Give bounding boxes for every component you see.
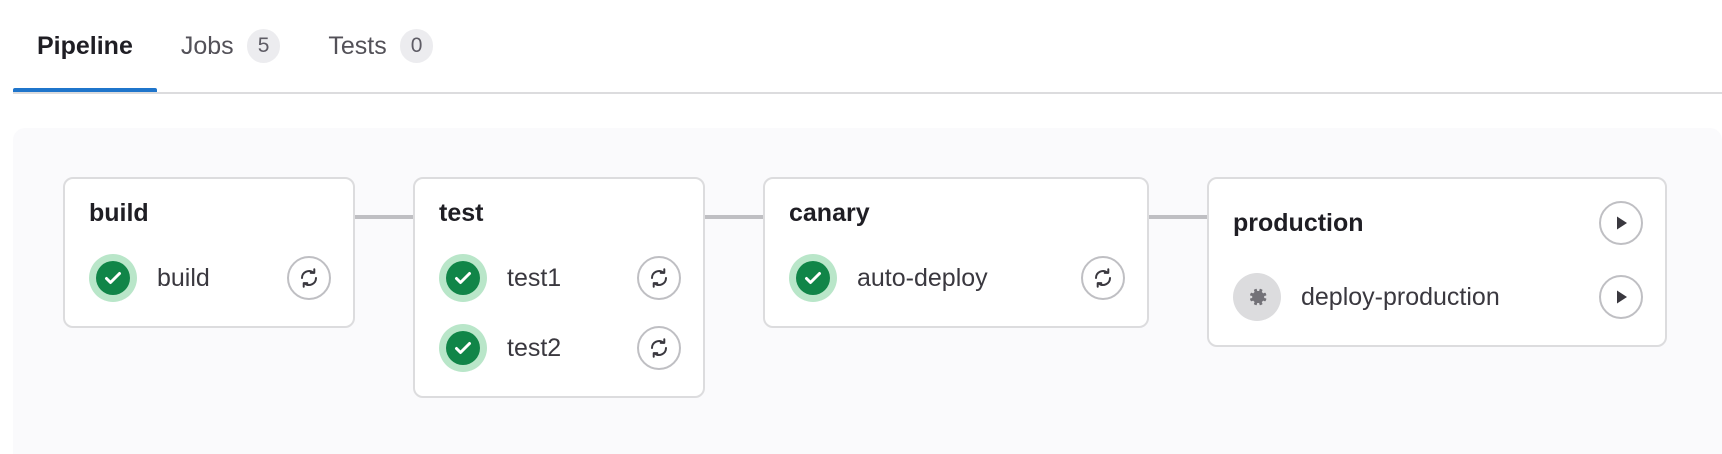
job-name: deploy-production — [1301, 282, 1500, 311]
pipeline-stage-list: build build — [63, 177, 1667, 398]
tab-pipeline-label: Pipeline — [37, 31, 133, 60]
job-name: test1 — [507, 263, 562, 292]
job-name: test2 — [507, 333, 562, 362]
gear-circle-icon — [1233, 273, 1281, 321]
stage-title-production: production — [1233, 208, 1364, 237]
pipeline-stage-test: test test1 — [413, 177, 705, 398]
play-icon[interactable] — [1599, 275, 1643, 319]
job-list-build: build — [89, 254, 331, 302]
tab-pipeline[interactable]: Pipeline — [13, 0, 157, 92]
pipeline-stage-production: production — [1207, 177, 1667, 347]
play-icon[interactable] — [1599, 201, 1643, 245]
tab-tests-badge: 0 — [399, 29, 434, 63]
pipeline-stage-test-wrapper: test test1 — [413, 177, 763, 398]
job-name: build — [157, 263, 210, 292]
tab-jobs-label: Jobs — [180, 31, 234, 60]
job-list-production: deploy-production — [1233, 273, 1643, 321]
pipeline-stage-build: build build — [63, 177, 355, 328]
stage-title-test: test — [439, 199, 484, 227]
stage-header-canary: canary — [789, 201, 1125, 226]
stage-connector — [355, 215, 413, 219]
retry-icon[interactable] — [637, 256, 681, 300]
pipeline-stage-canary: canary auto-deploy — [763, 177, 1149, 328]
retry-icon[interactable] — [1081, 256, 1125, 300]
retry-icon[interactable] — [287, 256, 331, 300]
job-list-canary: auto-deploy — [789, 254, 1125, 302]
job-row[interactable]: test1 — [439, 254, 681, 302]
check-circle-icon — [439, 254, 487, 302]
tab-bar-divider — [13, 92, 1722, 94]
tab-tests-label: Tests — [328, 31, 387, 60]
stage-connector — [705, 215, 763, 219]
stage-title-build: build — [89, 199, 149, 227]
stage-header-test: test — [439, 201, 681, 226]
stage-header-production: production — [1233, 201, 1643, 245]
tab-jobs[interactable]: Jobs 5 — [157, 0, 305, 92]
job-row[interactable]: auto-deploy — [789, 254, 1125, 302]
check-circle-icon — [789, 254, 837, 302]
pipeline-stage-build-wrapper: build build — [63, 177, 413, 328]
check-circle-icon — [439, 324, 487, 372]
tab-bar: Pipeline Jobs 5 Tests 0 — [0, 0, 1722, 96]
pipeline-graph-canvas: build build — [13, 128, 1722, 454]
pipeline-stage-production-wrapper: production — [1207, 177, 1667, 347]
tab-tests[interactable]: Tests 0 — [304, 0, 457, 92]
stage-title-canary: canary — [789, 199, 870, 227]
stage-header-build: build — [89, 201, 331, 226]
tab-jobs-badge: 5 — [246, 29, 281, 63]
tab-list: Pipeline Jobs 5 Tests 0 — [13, 0, 457, 92]
stage-connector — [1149, 215, 1207, 219]
job-row[interactable]: test2 — [439, 324, 681, 372]
tab-active-indicator — [13, 88, 157, 92]
job-name: auto-deploy — [857, 263, 988, 292]
retry-icon[interactable] — [637, 326, 681, 370]
check-circle-icon — [89, 254, 137, 302]
pipeline-stage-canary-wrapper: canary auto-deploy — [763, 177, 1207, 328]
job-row[interactable]: build — [89, 254, 331, 302]
job-row[interactable]: deploy-production — [1233, 273, 1643, 321]
job-list-test: test1 — [439, 254, 681, 372]
